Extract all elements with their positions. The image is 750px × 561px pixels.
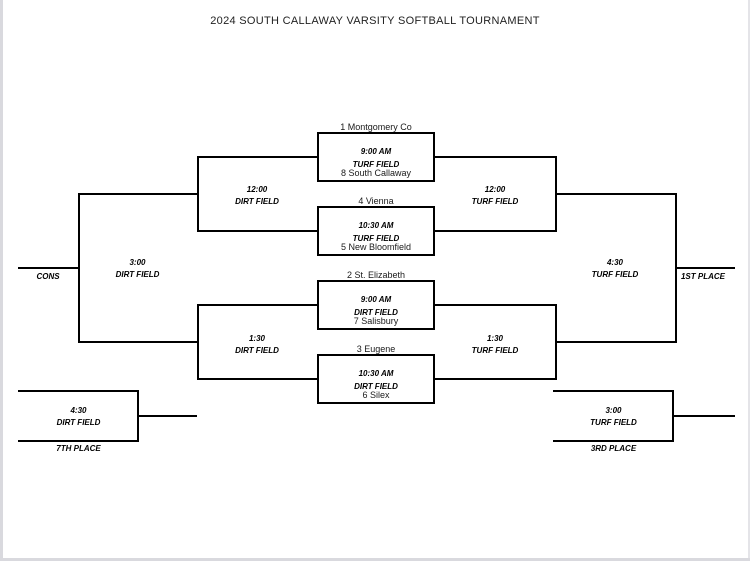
game4-time: 10:30 AM: [358, 369, 394, 378]
bracket-line: [197, 304, 199, 380]
game-field: TURF FIELD: [471, 197, 519, 206]
game1-field: TURF FIELD: [352, 160, 400, 169]
bracket-line: [197, 156, 199, 232]
game-time: 1:30: [486, 334, 503, 343]
game-field: TURF FIELD: [471, 346, 519, 355]
seventh-place-game-label: 4:30 DIRT FIELD: [18, 405, 139, 429]
game3-bottom-team: 7 Salisbury: [353, 316, 399, 326]
bracket-line: [435, 230, 555, 232]
game3-top-team: 2 St. Elizabeth: [346, 270, 406, 280]
bracket-line: [78, 341, 197, 343]
game3-field: DIRT FIELD: [354, 308, 398, 317]
game-field: DIRT FIELD: [115, 270, 160, 279]
semifinal-bottom-right-label: 1:30 TURF FIELD: [435, 333, 555, 357]
game-field: TURF FIELD: [591, 270, 639, 279]
bracket-line: [197, 378, 317, 380]
bracket-line: [78, 193, 197, 195]
game2-box: 4 Vienna 10:30 AM TURF FIELD 5 New Bloom…: [317, 196, 435, 256]
game4-box: 3 Eugene 10:30 AM DIRT FIELD 6 Silex: [317, 344, 435, 404]
third-place-label: 3RD PLACE: [590, 444, 637, 453]
game4-field: DIRT FIELD: [354, 382, 398, 391]
game3-box: 2 St. Elizabeth 9:00 AM DIRT FIELD 7 Sal…: [317, 270, 435, 330]
game3-time: 9:00 AM: [360, 295, 392, 304]
bracket-line: [435, 378, 555, 380]
page-title: 2024 SOUTH CALLAWAY VARSITY SOFTBALL TOU…: [210, 15, 540, 27]
bracket-line: [78, 193, 80, 343]
game2-field: TURF FIELD: [352, 234, 400, 243]
bracket-line: [18, 390, 139, 392]
bracket-line: [553, 440, 674, 442]
game-time: 12:00: [484, 185, 506, 194]
page-edge-right: [748, 0, 750, 561]
bracket-line: [675, 267, 735, 269]
seventh-place-label: 7TH PLACE: [56, 444, 101, 453]
semifinal-top-right-label: 12:00 TURF FIELD: [435, 184, 555, 208]
game2-bottom-team: 5 New Bloomfield: [340, 242, 412, 252]
game-field: DIRT FIELD: [56, 418, 101, 427]
game-time: 3:00: [129, 258, 146, 267]
game1-top-team: 1 Montgomery Co: [340, 122, 412, 132]
bracket-line: [672, 415, 735, 417]
bracket-line: [197, 230, 317, 232]
bracket-line: [197, 304, 317, 306]
game2-top-team: 4 Vienna: [358, 196, 394, 206]
game-time: 3:00: [605, 406, 622, 415]
game-time: 12:00: [246, 185, 268, 194]
semifinal-bottom-left-label: 1:30 DIRT FIELD: [197, 333, 317, 357]
page-edge-bottom: [0, 558, 750, 561]
bracket-line: [555, 193, 675, 195]
bracket-line: [435, 304, 555, 306]
game-time: 4:30: [606, 258, 623, 267]
semifinal-top-left-label: 12:00 DIRT FIELD: [197, 184, 317, 208]
championship-label: 4:30 TURF FIELD: [555, 257, 675, 281]
game1-bottom-team: 8 South Callaway: [340, 168, 412, 178]
game-field: DIRT FIELD: [235, 197, 279, 206]
consolation-label: 3:00 DIRT FIELD: [78, 257, 197, 281]
game-field: DIRT FIELD: [235, 346, 279, 355]
bracket-line: [553, 390, 674, 392]
bracket-line: [197, 156, 317, 158]
game2-time: 10:30 AM: [358, 221, 394, 230]
bracket-line: [137, 415, 197, 417]
bracket-line: [18, 267, 78, 269]
game4-top-team: 3 Eugene: [356, 344, 396, 354]
first-place-label: 1ST PLACE: [680, 272, 725, 281]
bracket-line: [555, 341, 675, 343]
game4-bottom-team: 6 Silex: [362, 390, 390, 400]
game-time: 4:30: [70, 406, 87, 415]
bracket-line: [18, 440, 139, 442]
page-edge-left: [0, 0, 3, 561]
game-time: 1:30: [248, 334, 265, 343]
game1-time: 9:00 AM: [360, 147, 392, 156]
game1-box: 1 Montgomery Co 9:00 AM TURF FIELD 8 Sou…: [317, 122, 435, 182]
game-field: TURF FIELD: [590, 418, 637, 427]
bracket-line: [435, 156, 555, 158]
cons-label: CONS: [36, 272, 60, 281]
third-place-game-label: 3:00 TURF FIELD: [553, 405, 674, 429]
